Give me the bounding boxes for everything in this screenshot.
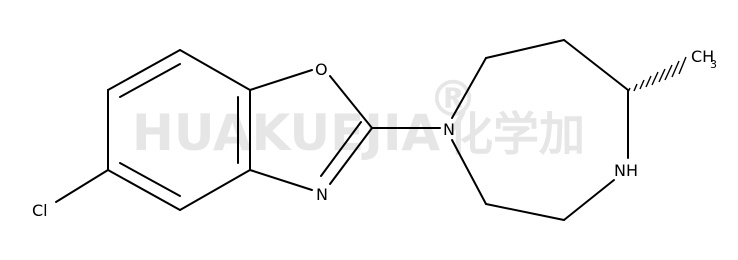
methyl-ch: CH [691, 47, 714, 66]
bond-c5-c4-inner [119, 162, 181, 197]
bond-c2-n [329, 127, 373, 185]
bond-c7a-o [249, 69, 313, 91]
bond-n5-c6 [563, 179, 615, 221]
bond-c6-c7 [485, 203, 565, 221]
bond-o-c2 [329, 75, 373, 129]
atom-label-cl: Cl [32, 201, 48, 220]
bond-c7a-c7 [179, 49, 251, 91]
stereo-hashed-bond [627, 56, 687, 93]
bond-c5-cl [55, 169, 109, 203]
benzene-ring [107, 49, 251, 211]
diazepane-ring [451, 39, 629, 221]
atom-label-methyl: CH 3 [691, 47, 717, 71]
watermark-latin: HUAKUEJIA [132, 104, 440, 162]
bond-c5-c4 [107, 169, 181, 211]
bond-c4-c3a [179, 169, 251, 211]
atom-label-nh: NH [614, 161, 638, 180]
atom-label-o: O [315, 60, 328, 79]
methyl-subscript: 3 [710, 58, 717, 71]
bond-c2-n-double [320, 121, 362, 177]
bond-c7-c6-inner [119, 63, 181, 98]
atom-label-n-diazepane: N [443, 120, 455, 139]
watermark-registered: ® [428, 70, 478, 128]
oxazole-ring [249, 69, 373, 191]
bond-c3-c4 [563, 39, 629, 91]
bond-c7-c6 [107, 49, 181, 91]
bond-c2-c3 [485, 39, 565, 59]
watermark: HUAKUEJIA ® 化学加 [132, 70, 585, 162]
bond-n-c3a [249, 169, 313, 191]
bond-c7-n1 [451, 139, 487, 205]
atom-label-n-oxazole: N [316, 185, 328, 204]
bond-n1-c2 [451, 57, 487, 119]
watermark-chinese: 化学加 [447, 107, 585, 161]
